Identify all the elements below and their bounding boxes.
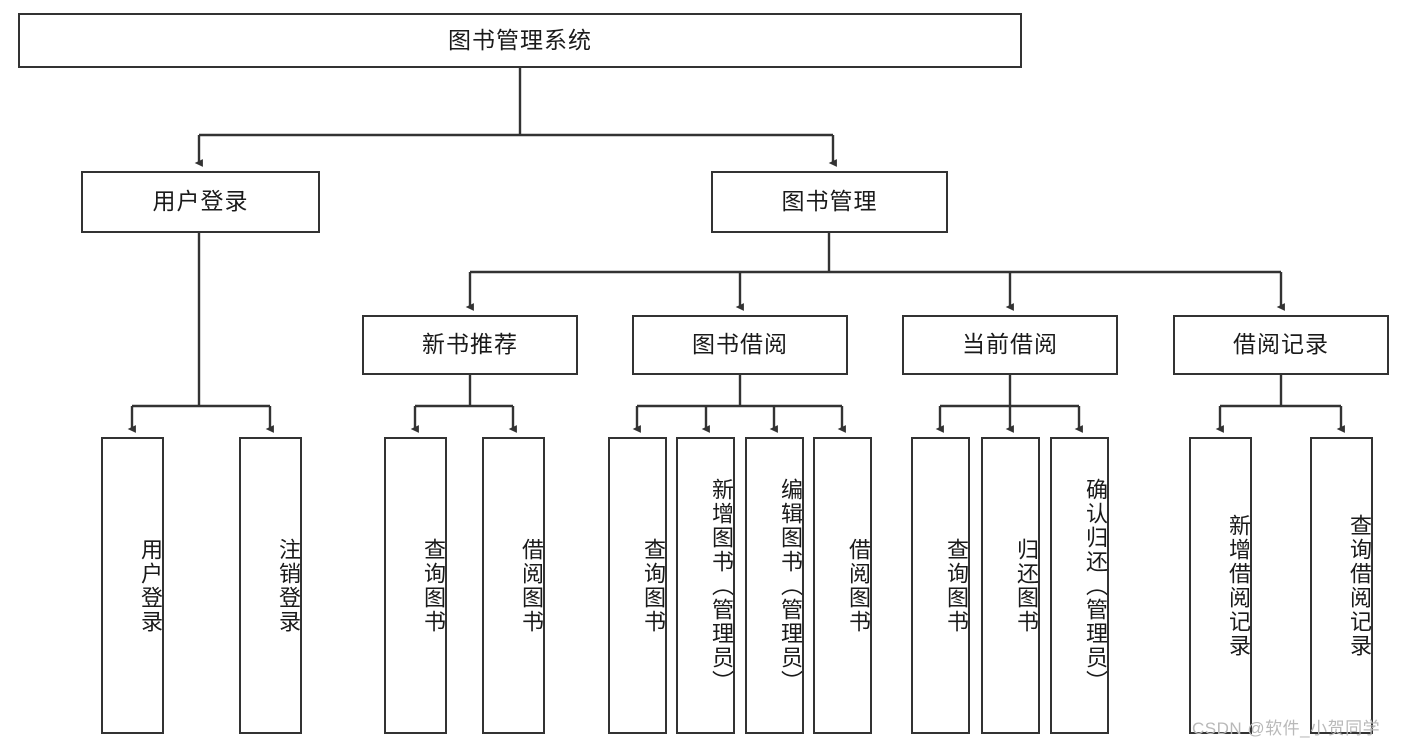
node-leaf-borrow-book-1[interactable]: 借阅图书 bbox=[482, 437, 545, 734]
node-leaf-query-record[interactable]: 查询借阅记录 bbox=[1310, 437, 1373, 734]
csdn-watermark: CSDN @软件_小贺同学 bbox=[1192, 719, 1381, 738]
node-leaf-query-book-1[interactable]: 查询图书 bbox=[384, 437, 447, 734]
node-label: 新增借阅记录 bbox=[1226, 513, 1251, 658]
node-book-manage[interactable]: 图书管理 bbox=[711, 171, 948, 233]
node-label: 借阅记录 bbox=[1233, 331, 1329, 358]
node-label: 借阅图书 bbox=[519, 537, 544, 634]
node-label: 查询借阅记录 bbox=[1347, 513, 1372, 658]
node-leaf-borrow-book-2[interactable]: 借阅图书 bbox=[813, 437, 872, 734]
node-borrow-record[interactable]: 借阅记录 bbox=[1173, 315, 1389, 375]
node-leaf-query-book-2[interactable]: 查询图书 bbox=[608, 437, 667, 734]
node-label: 确认归还（管理员） bbox=[1083, 477, 1108, 694]
node-label: 查询图书 bbox=[641, 537, 666, 634]
node-label: 归还图书 bbox=[1014, 537, 1039, 634]
node-leaf-logout-login[interactable]: 注销登录 bbox=[239, 437, 302, 734]
node-new-book-rec[interactable]: 新书推荐 bbox=[362, 315, 578, 375]
node-label: 图书借阅 bbox=[692, 331, 788, 358]
node-label: 图书管理 bbox=[781, 188, 878, 215]
node-leaf-return-book[interactable]: 归还图书 bbox=[981, 437, 1040, 734]
node-label: 查询图书 bbox=[944, 537, 969, 634]
node-leaf-confirm-return[interactable]: 确认归还（管理员） bbox=[1050, 437, 1109, 734]
node-label: 查询图书 bbox=[421, 537, 446, 634]
node-label: 新增图书（管理员） bbox=[709, 477, 734, 694]
node-leaf-user-login[interactable]: 用户登录 bbox=[101, 437, 164, 734]
node-label: 用户登录 bbox=[138, 537, 163, 634]
node-current-borrow[interactable]: 当前借阅 bbox=[902, 315, 1118, 375]
node-label: 编辑图书（管理员） bbox=[778, 477, 803, 694]
node-label: 借阅图书 bbox=[846, 537, 871, 634]
node-label: 注销登录 bbox=[276, 537, 301, 634]
node-book-borrow[interactable]: 图书借阅 bbox=[632, 315, 848, 375]
node-user-login[interactable]: 用户登录 bbox=[81, 171, 320, 233]
node-root-title[interactable]: 图书管理系统 bbox=[18, 13, 1022, 68]
node-leaf-add-book[interactable]: 新增图书（管理员） bbox=[676, 437, 735, 734]
node-leaf-edit-book[interactable]: 编辑图书（管理员） bbox=[745, 437, 804, 734]
node-label: 图书管理系统 bbox=[448, 26, 592, 53]
node-leaf-add-record[interactable]: 新增借阅记录 bbox=[1189, 437, 1252, 734]
node-leaf-query-book-3[interactable]: 查询图书 bbox=[911, 437, 970, 734]
node-label: 新书推荐 bbox=[422, 331, 518, 358]
node-label: 当前借阅 bbox=[962, 331, 1058, 358]
node-label: 用户登录 bbox=[152, 188, 249, 215]
